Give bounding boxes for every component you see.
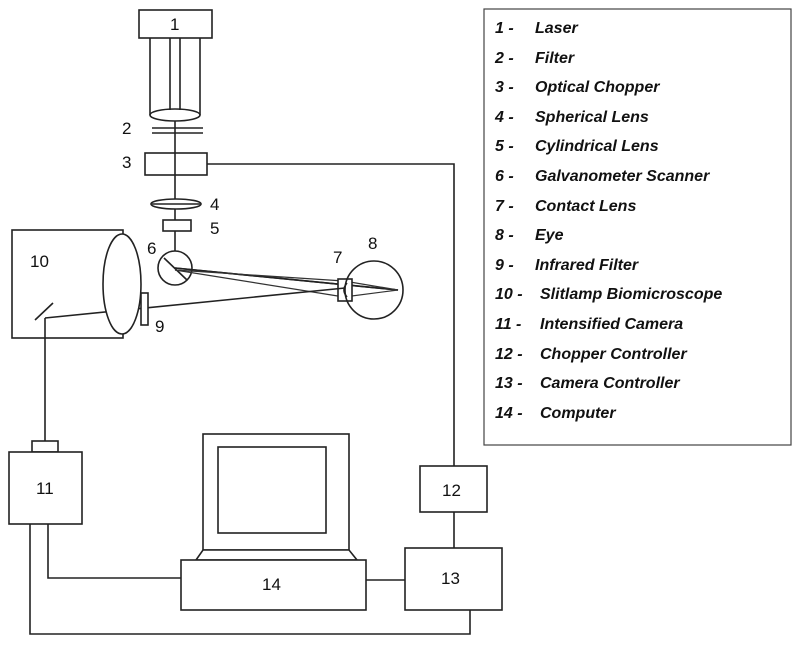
legend-label: Filter <box>535 49 575 67</box>
legend-key: 3 - <box>495 79 514 97</box>
legend-item: 6 - Galvanometer Scanner <box>495 166 709 188</box>
legend-item: 13 - Camera Controller <box>495 373 680 395</box>
legend-key: 9 - <box>495 256 514 274</box>
legend-key: 4 - <box>495 108 514 126</box>
legend-item: 9 - Infrared Filter <box>495 255 638 277</box>
legend-label: Cylindrical Lens <box>535 138 659 156</box>
legend-key: 10 - <box>495 286 523 304</box>
legend-key: 8 - <box>495 227 514 245</box>
legend-label: Chopper Controller <box>540 345 687 363</box>
legend-key: 1 - <box>495 20 514 37</box>
legend-label: Optical Chopper <box>535 79 660 97</box>
legend-label: Eye <box>535 227 564 245</box>
label-7: 7 <box>333 248 342 267</box>
laser: 1 <box>138 9 213 122</box>
camera-controller: 13 <box>404 547 503 611</box>
label-9: 9 <box>155 317 164 336</box>
label-1: 1 <box>170 15 179 34</box>
legend-item: 14 - Computer <box>495 403 616 425</box>
legend-key: 6 - <box>495 168 514 185</box>
label-5: 5 <box>210 219 219 238</box>
scan-beam-a <box>174 269 345 282</box>
legend-label: Slitlamp Biomicroscope <box>540 286 723 304</box>
eye: 8 <box>343 234 404 320</box>
legend-label: Spherical Lens <box>535 108 649 126</box>
legend-item: 5 - Cylindrical Lens <box>495 136 659 158</box>
label-4: 4 <box>210 195 219 214</box>
legend-key: 11 - <box>495 316 522 333</box>
legend-label: Camera Controller <box>540 375 680 393</box>
legend-item: 1 - Laser <box>495 18 578 40</box>
legend-item: 8 - Eye <box>495 225 563 247</box>
label-13: 13 <box>441 569 460 588</box>
label-6: 6 <box>147 239 156 258</box>
label-10: 10 <box>30 252 49 271</box>
legend-key: 12 - <box>495 345 523 363</box>
optical-chopper: 3 <box>122 152 208 176</box>
cylindrical-lens: 5 <box>162 219 219 238</box>
legend-label: Laser <box>535 20 578 37</box>
legend-key: 5 - <box>495 138 514 156</box>
galvanometer-scanner: 6 <box>147 239 193 286</box>
legend-item: 10 - Slitlamp Biomicroscope <box>495 284 722 306</box>
scan-beam-lower <box>174 267 399 291</box>
legend-label: Galvanometer Scanner <box>535 168 710 185</box>
legend-label: Computer <box>540 404 616 422</box>
legend-label: Contact Lens <box>535 197 637 215</box>
return-beam <box>44 287 346 319</box>
slitlamp-biomicroscope: 10 <box>11 229 142 339</box>
label-3: 3 <box>122 153 131 172</box>
legend-key: 14 - <box>495 404 523 422</box>
filter: 2 <box>122 119 203 138</box>
label-14: 14 <box>262 575 281 594</box>
scan-beam-b <box>174 269 345 298</box>
label-11: 11 <box>36 479 54 498</box>
scan-beam-c <box>343 280 399 291</box>
legend-label: Intensified Camera <box>540 316 684 333</box>
legend-item: 4 - Spherical Lens <box>495 107 649 129</box>
wiring <box>29 163 471 635</box>
scan-beam-d <box>343 289 399 298</box>
computer: 14 <box>180 433 367 611</box>
legend-item: 12 - Chopper Controller <box>495 344 687 366</box>
intensified-camera: 11 <box>8 440 83 525</box>
label-2: 2 <box>122 119 131 138</box>
legend-item: 11 - Intensified Camera <box>495 314 683 336</box>
legend-key: 2 - <box>495 49 514 67</box>
legend-item: 2 - Filter <box>495 48 574 70</box>
legend-item: 7 - Contact Lens <box>495 196 636 218</box>
legend-label: Infrared Filter <box>535 256 639 274</box>
legend <box>483 8 792 446</box>
chopper-controller: 12 <box>419 465 488 513</box>
spherical-lens: 4 <box>150 195 219 214</box>
label-12: 12 <box>442 481 461 500</box>
label-8: 8 <box>368 234 377 253</box>
legend-item: 3 - Optical Chopper <box>495 77 659 99</box>
infrared-filter: 9 <box>140 292 164 336</box>
legend-key: 13 - <box>495 375 523 393</box>
legend-key: 7 - <box>495 197 514 215</box>
